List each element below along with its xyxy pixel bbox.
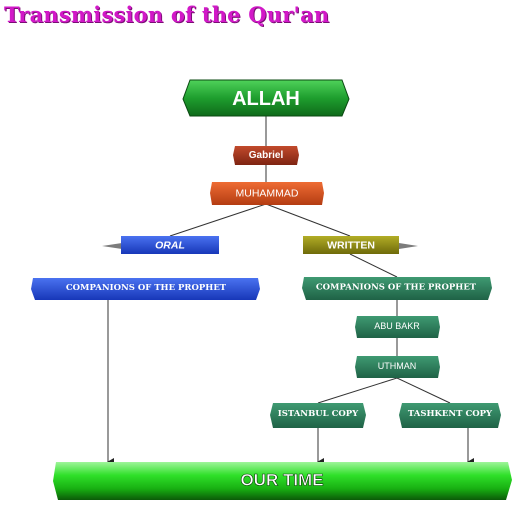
node-uthman-label: UTHMAN [378,361,417,371]
node-tashkent-copy-label: TASHKENT COPY [408,409,493,419]
node-tashkent-copy: TASHKENT COPY [399,403,501,428]
node-uthman: UTHMAN [355,356,440,378]
node-our-time-label: OUR TIME [240,471,323,490]
node-istanbul-copy: ISTANBUL COPY [270,403,366,428]
node-gabriel-label: Gabriel [249,150,284,161]
node-companions-written-label: COMPANIONS OF THE PROPHET [316,283,477,293]
node-oral-label: ORAL [155,240,185,252]
node-abu-bakr-label: ABU BAKR [374,321,420,331]
node-muhammad: MUHAMMAD [210,182,324,205]
node-allah: ALLAH [182,79,350,117]
node-companions-oral: COMPANIONS OF THE PROPHET [31,278,260,300]
page-title: Transmission of the Qur'an [4,2,330,27]
node-our-time: OUR TIME [53,462,512,500]
node-gabriel: Gabriel [233,146,299,165]
node-oral: ORAL [102,236,219,254]
node-written: WRITTEN [303,236,418,254]
node-istanbul-copy-label: ISTANBUL COPY [278,409,359,419]
node-companions-oral-label: COMPANIONS OF THE PROPHET [66,283,227,293]
node-allah-label: ALLAH [232,88,300,110]
node-written-label: WRITTEN [327,240,375,252]
node-abu-bakr: ABU BAKR [355,316,440,338]
connector-lines [107,116,474,466]
node-muhammad-label: MUHAMMAD [236,188,299,200]
node-companions-written: COMPANIONS OF THE PROPHET [302,277,492,300]
